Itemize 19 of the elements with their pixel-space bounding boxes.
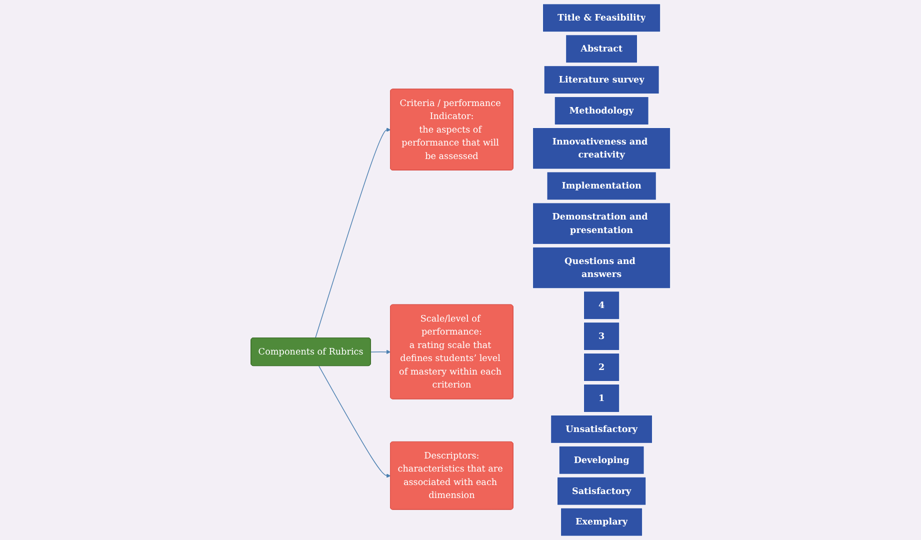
node-box: Implementation xyxy=(546,172,656,200)
node-box: 3 xyxy=(583,322,620,351)
arrow xyxy=(314,128,391,338)
node-box: Developing xyxy=(558,446,644,474)
node-box: Questions and answers xyxy=(532,246,670,289)
node-box: Innovativeness and creativity xyxy=(532,128,670,170)
node-box: Demonstration and presentation xyxy=(532,202,670,244)
node-box: Unsatisfactory xyxy=(550,414,652,444)
node-box: Abstract xyxy=(565,34,638,64)
node-box: 2 xyxy=(583,353,620,382)
node-box: Methodology xyxy=(554,96,649,126)
node-box: Exemplary xyxy=(560,508,642,536)
node-box: Satisfactory xyxy=(556,476,646,506)
node-box: Title & Feasibility xyxy=(542,4,660,32)
node-box: 1 xyxy=(583,384,620,412)
node-box: Literature survey xyxy=(544,66,660,94)
arrow xyxy=(318,366,391,478)
arrow xyxy=(370,350,391,354)
node-box: 4 xyxy=(583,291,620,320)
